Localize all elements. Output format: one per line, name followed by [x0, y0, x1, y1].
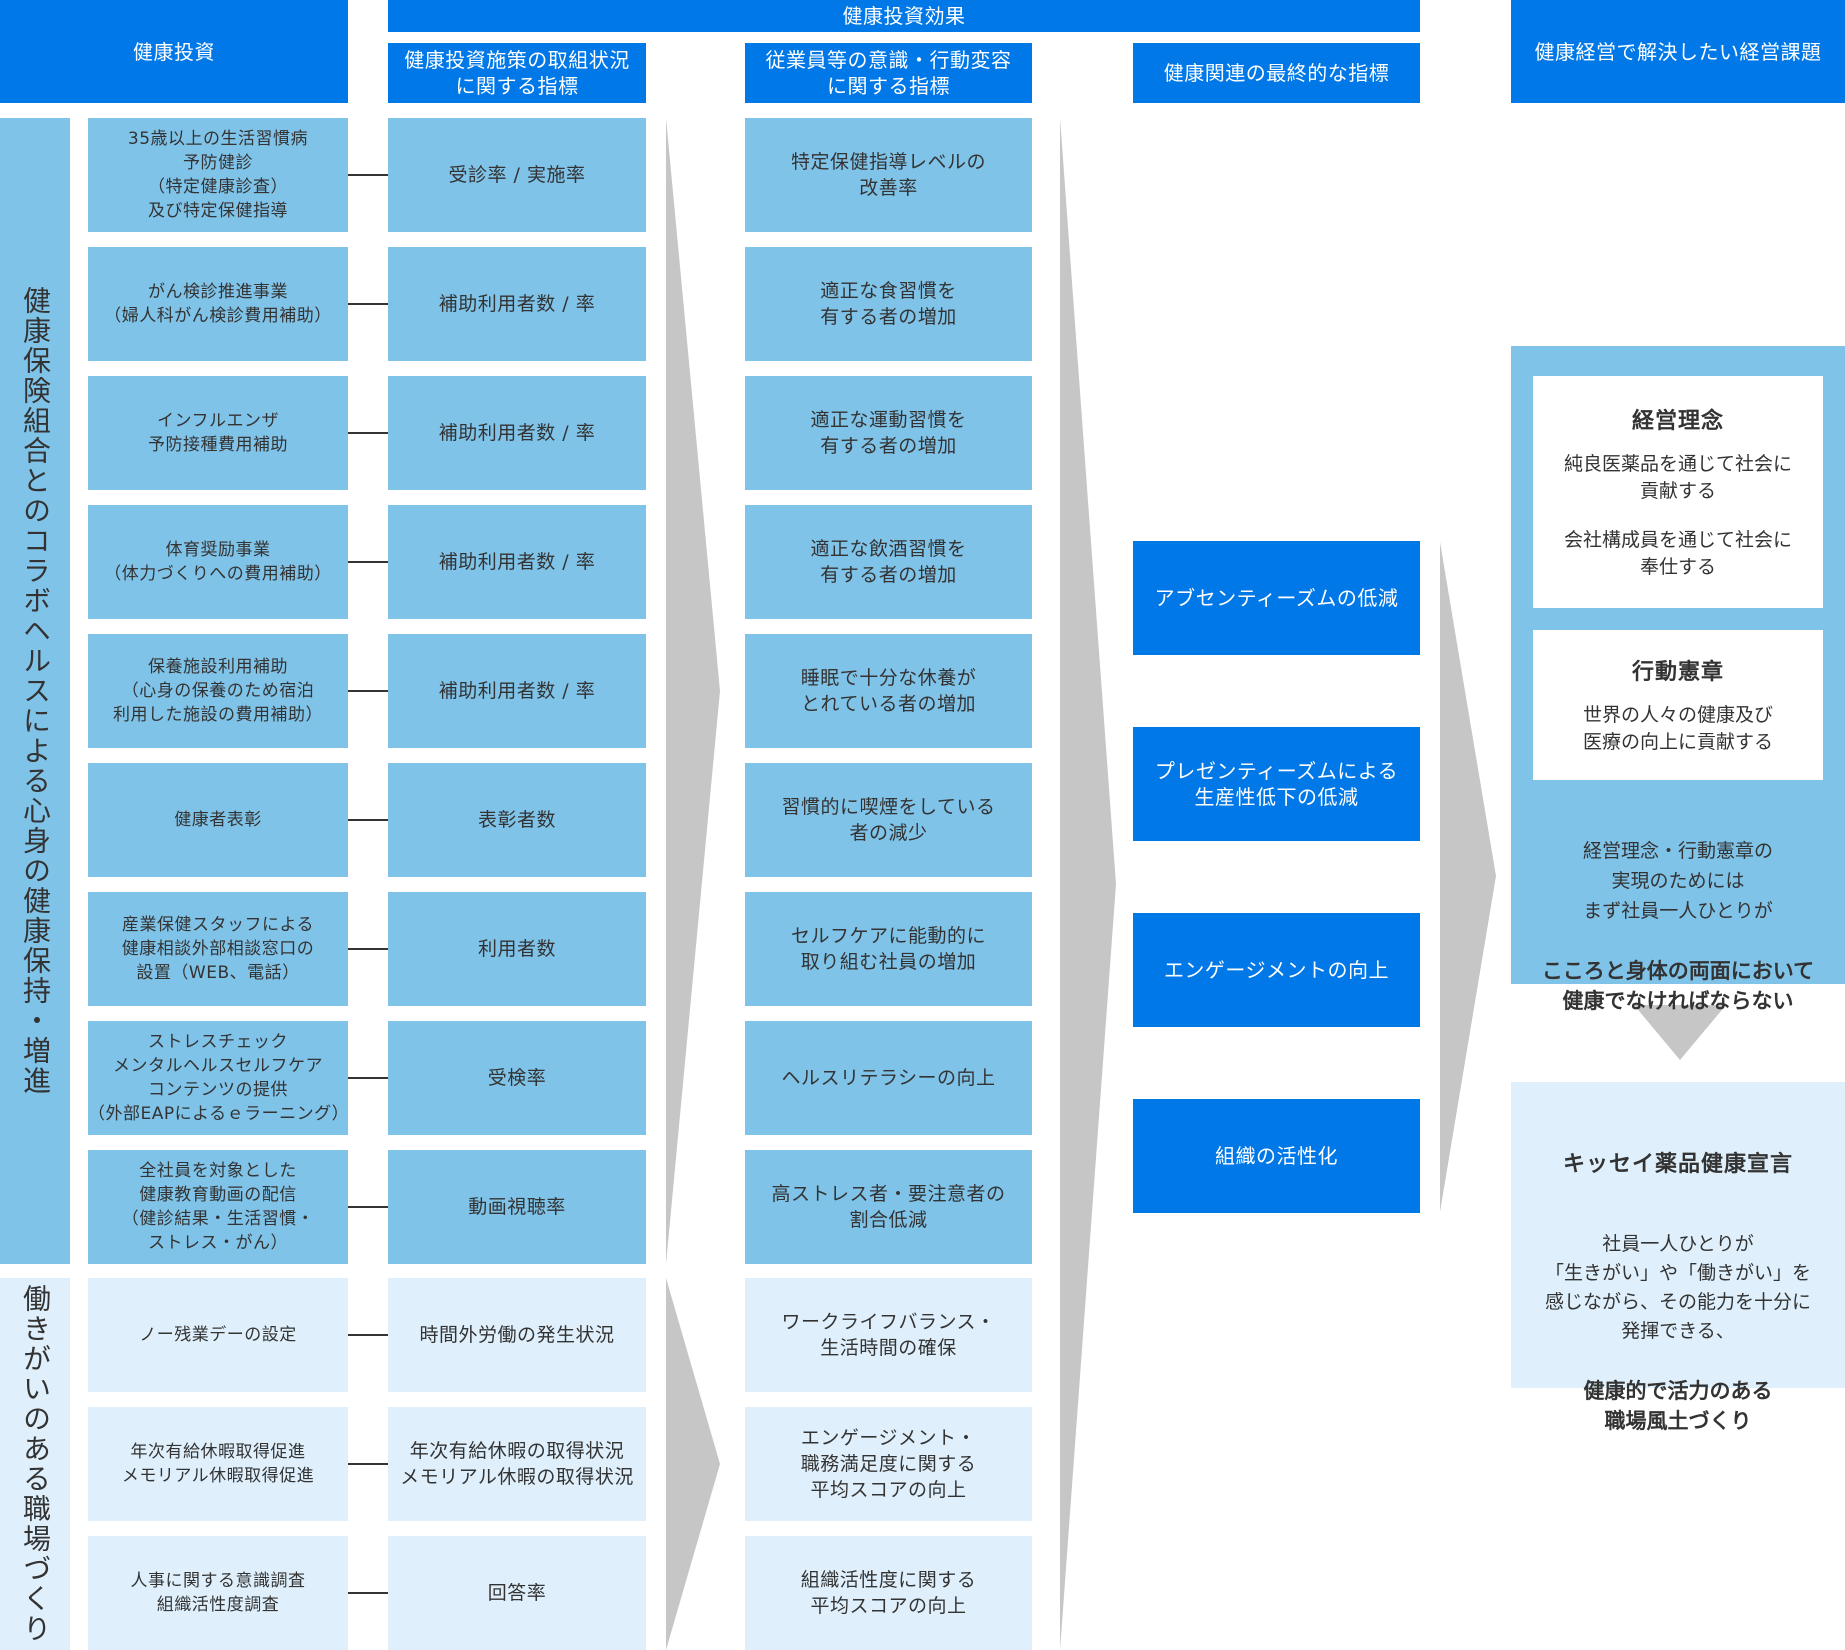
arrow-collab-to-behavior: [666, 118, 720, 1264]
behavior-indicator-box: 適正な運動習慣を 有する者の増加: [745, 376, 1032, 490]
measure-indicator-box: 補助利用者数 / 率: [388, 376, 646, 490]
summary-bold: こころと身体の両面において 健康でなければならない: [1541, 959, 1815, 1013]
arrow-behavior-to-final: [1060, 118, 1116, 1650]
measure-box: がん検診推進事業 （婦人科がん検診費用補助）: [88, 247, 348, 361]
connector-line: [348, 432, 388, 434]
header-behavior-indicator: 従業員等の意識・行動変容 に関する指標: [745, 43, 1032, 103]
charter-title: 行動憲章: [1631, 660, 1724, 685]
philosophy-card: 経営理念 純良医薬品を通じて社会に 貢献する 会社構成員を通じて社会に 奉仕する: [1533, 376, 1823, 608]
summary-text: 経営理念・行動憲章の 実現のためには まず社員一人ひとりが: [1582, 840, 1773, 922]
behavior-indicator-box: ワークライフバランス・ 生活時間の確保: [745, 1278, 1032, 1392]
group-collab-label: 健康保険組合とのコラボヘルスによる心身の健康保持・増進: [19, 286, 52, 1096]
measure-box: 体育奨励事業 （体力づくりへの費用補助）: [88, 505, 348, 619]
connector-line: [348, 1077, 388, 1079]
measure-box: 健康者表彰: [88, 763, 348, 877]
connector-line: [348, 819, 388, 821]
behavior-indicator-box: 習慣的に喫煙をしている 者の減少: [745, 763, 1032, 877]
connector-line: [348, 561, 388, 563]
philosophy-text-1: 純良医薬品を通じて社会に 貢献する: [1563, 453, 1792, 502]
measure-indicator-box: 利用者数: [388, 892, 646, 1006]
measure-indicator-box: 動画視聴率: [388, 1150, 646, 1264]
connector-line: [348, 303, 388, 305]
measure-box: 年次有給休暇取得促進 メモリアル休暇取得促進: [88, 1407, 348, 1521]
measure-box: 産業保健スタッフによる 健康相談外部相談窓口の 設置（WEB、電話）: [88, 892, 348, 1006]
measure-box: ノー残業デーの設定: [88, 1278, 348, 1392]
behavior-indicator-box: 睡眠で十分な休養が とれている者の増加: [745, 634, 1032, 748]
final-indicator-presenteeism: プレゼンティーズムによる 生産性低下の低減: [1133, 727, 1420, 841]
measure-indicator-box: 受検率: [388, 1021, 646, 1135]
declaration-title: キッセイ薬品健康宣言: [1562, 1152, 1793, 1177]
group-workplace-label: 働きがいのある職場づくり: [19, 1284, 52, 1644]
measure-indicator-box: 受診率 / 実施率: [388, 118, 646, 232]
declaration-content: キッセイ薬品健康宣言 社員一人ひとりが 「生きがい」や「働きがい」を 感じながら…: [1511, 1120, 1845, 1466]
connector-line: [348, 948, 388, 950]
connector-line: [348, 1463, 388, 1465]
measure-box: インフルエンザ 予防接種費用補助: [88, 376, 348, 490]
final-indicator-organization: 組織の活性化: [1133, 1099, 1420, 1213]
group-workplace-sidebar: 働きがいのある職場づくり: [0, 1278, 70, 1650]
arrow-final-to-issue: [1440, 542, 1496, 1212]
declaration-bold: 健康的で活力のある 職場風土づくり: [1583, 1379, 1773, 1433]
measure-box: ストレスチェック メンタルヘルスセルフケア コンテンツの提供 （外部EAPによる…: [88, 1021, 349, 1135]
measure-indicator-box: 時間外労働の発生状況: [388, 1278, 646, 1392]
behavior-indicator-box: ヘルスリテラシーの向上: [745, 1021, 1032, 1135]
measure-indicator-box: 補助利用者数 / 率: [388, 505, 646, 619]
philosophy-text-2: 会社構成員を通じて社会に 奉仕する: [1563, 529, 1792, 578]
arrow-workplace-to-behavior: [666, 1278, 720, 1650]
arrow-down-to-declaration: [1634, 1005, 1726, 1060]
group-collab-sidebar: 健康保険組合とのコラボヘルスによる心身の健康保持・増進: [0, 118, 70, 1264]
connector-line: [348, 174, 388, 176]
declaration-panel: [1511, 1082, 1845, 1388]
behavior-indicator-box: 組織活性度に関する 平均スコアの向上: [745, 1536, 1032, 1650]
behavior-indicator-box: 適正な飲酒習慣を 有する者の増加: [745, 505, 1032, 619]
behavior-indicator-box: エンゲージメント・ 職務満足度に関する 平均スコアの向上: [745, 1407, 1032, 1521]
measure-box: 35歳以上の生活習慣病 予防健診 （特定健康診査） 及び特定保健指導: [88, 118, 348, 232]
behavior-indicator-box: セルフケアに能動的に 取り組む社員の増加: [745, 892, 1032, 1006]
connector-line: [348, 690, 388, 692]
declaration-text: 社員一人ひとりが 「生きがい」や「働きがい」を 感じながら、その能力を十分に 発…: [1544, 1233, 1811, 1342]
connector-line: [348, 1334, 388, 1336]
measure-indicator-box: 表彰者数: [388, 763, 646, 877]
management-summary: 経営理念・行動憲章の 実現のためには まず社員一人ひとりが こころと身体の両面に…: [1511, 806, 1845, 1046]
measure-box: 保養施設利用補助 （心身の保養のため宿泊 利用した施設の費用補助）: [88, 634, 348, 748]
charter-text: 世界の人々の健康及び 医療の向上に貢献する: [1582, 704, 1773, 753]
measure-indicator-box: 補助利用者数 / 率: [388, 247, 646, 361]
final-indicator-engagement: エンゲージメントの向上: [1133, 913, 1420, 1027]
measure-indicator-box: 年次有給休暇の取得状況 メモリアル休暇の取得状況: [388, 1407, 646, 1521]
measure-box: 全社員を対象とした 健康教育動画の配信 （健診結果・生活習慣・ ストレス・がん）: [88, 1150, 348, 1264]
behavior-indicator-box: 特定保健指導レベルの 改善率: [745, 118, 1032, 232]
behavior-indicator-box: 適正な食習慣を 有する者の増加: [745, 247, 1032, 361]
header-final-indicator: 健康関連の最終的な指標: [1133, 43, 1420, 103]
behavior-indicator-box: 高ストレス者・要注意者の 割合低減: [745, 1150, 1032, 1264]
final-indicator-absenteeism: アブセンティーズムの低減: [1133, 541, 1420, 655]
charter-card: 行動憲章 世界の人々の健康及び 医療の向上に貢献する: [1533, 630, 1823, 780]
header-management-issue: 健康経営で解決したい経営課題: [1511, 0, 1845, 103]
measure-indicator-box: 回答率: [388, 1536, 646, 1650]
connector-line: [348, 1592, 388, 1594]
connector-line: [348, 1206, 388, 1208]
header-effect-band: 健康投資効果: [388, 0, 1420, 32]
header-investment: 健康投資: [0, 0, 348, 103]
measure-indicator-box: 補助利用者数 / 率: [388, 634, 646, 748]
philosophy-title: 経営理念: [1631, 409, 1724, 434]
measure-box: 人事に関する意識調査 組織活性度調査: [88, 1536, 348, 1650]
header-measures-indicator: 健康投資施策の取組状況 に関する指標: [388, 43, 646, 103]
